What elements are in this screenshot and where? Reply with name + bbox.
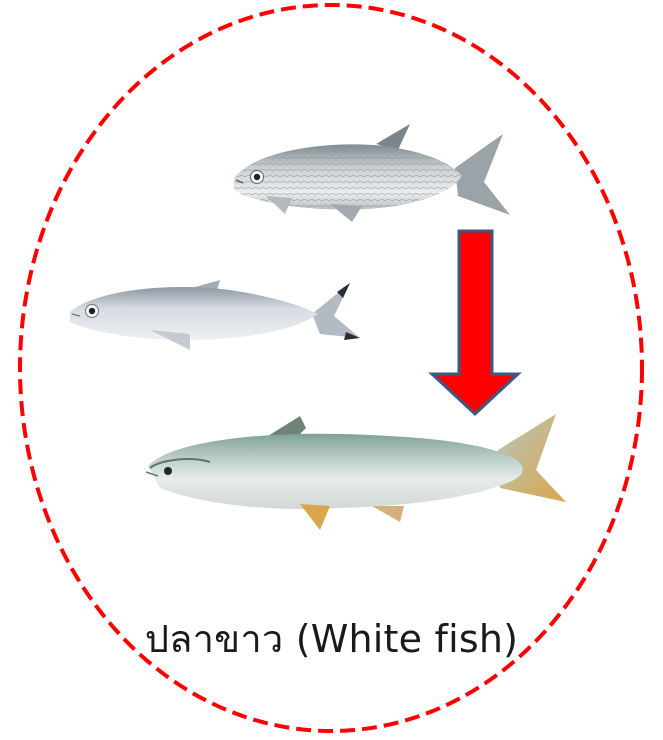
caption-text: ปลาขาว (White fish) bbox=[0, 612, 663, 666]
fish-catfish bbox=[146, 414, 566, 530]
fish-silver bbox=[70, 280, 360, 350]
fish-barb bbox=[234, 124, 510, 222]
down-arrow-icon bbox=[432, 231, 518, 414]
